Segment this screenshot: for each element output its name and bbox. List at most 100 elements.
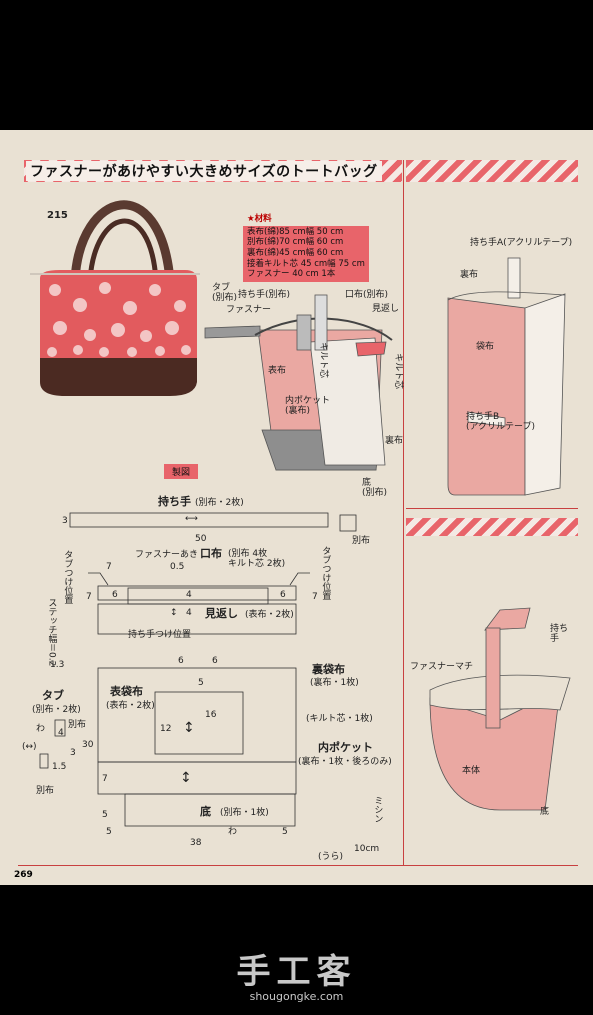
page-number: 269 xyxy=(14,870,33,880)
divider-vertical xyxy=(403,160,404,865)
materials-heading: ★材料 xyxy=(243,213,369,226)
lining-title: 裏袋布 xyxy=(312,663,345,676)
handle-sub: (別布・2枚) xyxy=(195,498,244,508)
title-stripe-right xyxy=(406,160,578,182)
materials-line: 接着キルト芯 45 cm幅 75 cm xyxy=(247,258,365,269)
materials-line: ファスナー 40 cm 1本 xyxy=(247,269,336,280)
handle-pos: 持ち手つけ位置 xyxy=(128,630,192,640)
dim-05: 0.5 xyxy=(170,562,185,572)
label-zipper-gusset: ファスナーマチ xyxy=(410,662,474,672)
divider-horizontal xyxy=(406,508,578,509)
bottom-sub: (別布・1枚) xyxy=(220,808,269,818)
materials-line: 表布(綿)85 cm幅 50 cm xyxy=(247,226,344,237)
quilt-note: (キルト芯・1枚) xyxy=(306,714,373,724)
handle-betsununo: 別布 xyxy=(352,536,371,546)
tab-wa: わ xyxy=(36,724,46,734)
dim-30: 30 xyxy=(82,740,94,750)
section-stripe-right xyxy=(406,518,578,536)
handle-width: 3 xyxy=(62,516,68,526)
dim-5a: 5 xyxy=(198,678,204,688)
dim-3: 3 xyxy=(70,748,76,758)
tab-pos-left: タブつけ位置 xyxy=(62,550,73,604)
dim-5c: 5 xyxy=(106,827,112,837)
mouth-title: 口布 xyxy=(200,547,222,560)
tab-betsu: 別布 xyxy=(68,720,87,730)
label-mouth: 口布(別布) xyxy=(345,290,389,300)
footer-line xyxy=(18,865,578,866)
label-right-lining: 裏布 xyxy=(460,270,479,280)
materials-box: ★材料 表布(綿)85 cm幅 50 cm 別布(綿)70 cm幅 60 cm … xyxy=(243,213,369,282)
watermark-url: shougongke.com xyxy=(249,990,344,1003)
pattern-badge: 製図 xyxy=(164,464,199,479)
label-tab: タブ (別布) xyxy=(212,283,238,304)
label-handle-a: 持ち手A(アクリルテープ) xyxy=(470,238,573,248)
dim-6d: 6 xyxy=(212,656,218,666)
dim-7b: 7 xyxy=(86,592,92,602)
pocket-sub: (裏布・1枚・後ろのみ) xyxy=(298,757,392,767)
label-facing: 見返し xyxy=(372,304,400,314)
dim-10cm: 10cm xyxy=(354,844,380,854)
dim-5d: 5 xyxy=(282,827,288,837)
tote-bag-photo xyxy=(30,200,200,396)
right-diagram-top xyxy=(447,257,566,496)
bottom-wa: わ xyxy=(228,827,238,837)
sewing-label: ミシン xyxy=(372,796,383,823)
dim-6c: 6 xyxy=(178,656,184,666)
label-outer: 表布 xyxy=(268,366,287,376)
dim-4b: 4 xyxy=(186,608,192,618)
watermark-cn: 手工客 xyxy=(236,952,357,992)
label-right-handle: 持ち 手 xyxy=(550,624,569,645)
label-quilt-2: キルト芯 xyxy=(393,353,404,390)
label-handle-b: 持ち手B (アクリルテープ) xyxy=(466,412,536,433)
label-zipper: ファスナー xyxy=(226,305,272,315)
outer-sub: (表布・2枚) xyxy=(106,701,155,711)
tab-betsu-2: 別布 xyxy=(36,786,55,796)
dim-7d: 7 xyxy=(102,774,108,784)
facing-title: 見返し xyxy=(205,607,238,620)
assembly-diagram xyxy=(204,294,393,471)
dim-5b: 5 xyxy=(102,810,108,820)
dim-15: 1.5 xyxy=(52,762,67,772)
dim-7a: 7 xyxy=(106,562,112,572)
pattern-drafts xyxy=(39,512,357,827)
facing-sub: (表布・2枚) xyxy=(245,610,294,620)
label-right-bottom: 底 xyxy=(540,807,550,817)
outer-title: 表袋布 xyxy=(110,685,143,698)
tab-pos-right: タブつけ位置 xyxy=(320,546,331,600)
right-diagram-bottom xyxy=(429,607,571,811)
facing-arrow: ↕ xyxy=(170,608,178,618)
materials-line: 裏布(綿)45 cm幅 60 cm xyxy=(247,247,344,258)
materials-line: 別布(綿)70 cm幅 60 cm xyxy=(247,237,344,248)
pocket-title: 内ポケット xyxy=(318,741,373,754)
dim-6a: 6 xyxy=(112,590,118,600)
dim-6b: 6 xyxy=(280,590,286,600)
dim-38: 38 xyxy=(190,838,202,848)
label-quilt-1: キルト芯 xyxy=(318,342,329,379)
handle-length: 50 xyxy=(195,534,207,544)
ura-label: (うら) xyxy=(318,852,344,862)
pocket-arrow: ↕ xyxy=(183,720,195,736)
bottom-title: 底 xyxy=(200,805,211,818)
bottom-arrow: ↕ xyxy=(180,770,192,786)
illustrations-svg xyxy=(30,200,571,827)
lining-sub: (裏布・1枚) xyxy=(310,678,359,688)
dim-12: 12 xyxy=(160,724,172,734)
handle-title: 持ち手 xyxy=(158,495,191,508)
tab-title: タブ xyxy=(42,689,64,702)
zipper-open: ファスナーあき xyxy=(135,550,199,560)
dim-13: 1.3 xyxy=(50,660,65,670)
handle-arrow: ⟷ xyxy=(185,514,198,524)
tab-sub: (別布・2枚) xyxy=(32,705,81,715)
dim-4c: 4 xyxy=(58,728,64,738)
magazine-page: ファスナーがあけやすい大きめサイズのトートバッグ 215 xyxy=(0,130,593,885)
item-number: 215 xyxy=(47,210,68,221)
mouth-sub: (別布 4枚 キルト芯 2枚) xyxy=(228,549,286,570)
dim-7c: 7 xyxy=(312,592,318,602)
label-inner-pocket: 内ポケット (裏布) xyxy=(285,396,331,417)
label-lining: 裏布 xyxy=(385,436,404,446)
page-title: ファスナーがあけやすい大きめサイズのトートバッグ xyxy=(26,161,382,181)
label-body: 本体 xyxy=(462,766,481,776)
label-bottom: 底 (別布) xyxy=(362,478,388,499)
label-bag-cloth: 袋布 xyxy=(476,342,495,352)
label-handle: 持ち手(別布) xyxy=(238,290,291,300)
